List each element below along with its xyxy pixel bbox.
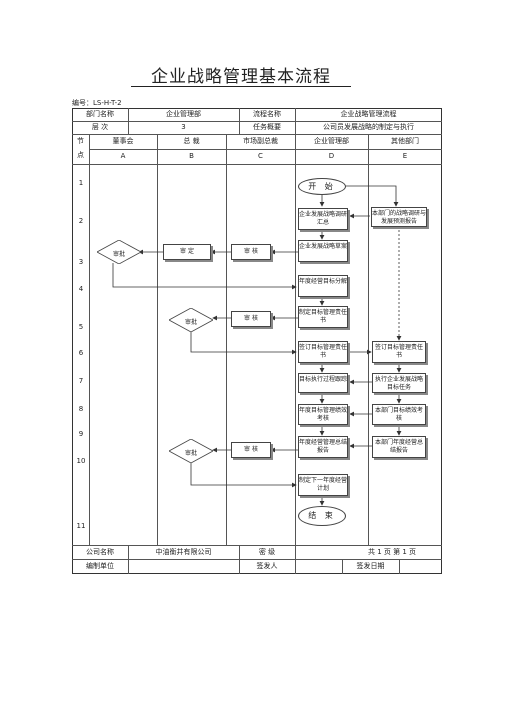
step-next-plan: 制定下一年度经营计划 bbox=[298, 474, 348, 496]
step-dept-report: 本部门的战略调研与发展预测报告 bbox=[371, 207, 427, 227]
decision-approve-3: 审批 bbox=[184, 450, 197, 457]
step-sign-d: 签订目标管理责任书 bbox=[298, 341, 348, 363]
step-summary-d: 年度经营管理总结报告 bbox=[298, 436, 348, 458]
lane-letter-a: A bbox=[120, 152, 126, 160]
lane-divider bbox=[157, 134, 158, 545]
row-number: 6 bbox=[78, 349, 84, 357]
col-divider bbox=[342, 559, 343, 574]
lane-divider bbox=[295, 134, 296, 545]
col-divider bbox=[295, 545, 296, 574]
col-divider bbox=[128, 108, 129, 134]
row-number: 11 bbox=[76, 522, 86, 530]
step-tracking: 目标执行过程跟踪 bbox=[298, 373, 348, 393]
lane-letter-b: B bbox=[189, 152, 194, 160]
row-divider bbox=[72, 121, 442, 122]
issuer-label: 签发人 bbox=[256, 562, 278, 570]
node-label: 节 bbox=[77, 137, 84, 145]
lane-title-e: 其他部门 bbox=[391, 137, 419, 145]
row-divider bbox=[72, 559, 442, 560]
step-review-1: 审 核 bbox=[231, 244, 271, 260]
document-code: 编号：LS-H-T-2 bbox=[72, 99, 122, 107]
row-number: 7 bbox=[78, 377, 84, 385]
lane-divider bbox=[226, 134, 227, 545]
step-review-2: 审 核 bbox=[231, 311, 271, 327]
row-divider bbox=[72, 545, 442, 546]
step-responsibility-doc: 制定目标管理责任书 bbox=[298, 306, 348, 328]
row-number: 3 bbox=[78, 258, 84, 266]
arrow-approve-to-sign bbox=[190, 329, 297, 355]
row-number: 8 bbox=[78, 405, 84, 413]
step-performance-d: 年度目标管理绩效考核 bbox=[298, 404, 348, 425]
page-title: 企业战略管理基本流程 bbox=[151, 67, 331, 87]
issue-date-label: 签发日期 bbox=[356, 562, 385, 570]
lane-divider bbox=[368, 134, 369, 545]
step-performance-e: 本部门目标绩效考核 bbox=[372, 404, 426, 425]
flow-name-value: 企业战略管理流程 bbox=[340, 110, 397, 118]
step-decompose: 年度经营目标分解 bbox=[298, 275, 348, 297]
process-table bbox=[72, 108, 442, 574]
flow-name-label: 流程名称 bbox=[253, 110, 281, 118]
decision-shape bbox=[169, 439, 213, 463]
decision-approve-1: 审批 bbox=[112, 251, 125, 258]
row-number: 10 bbox=[76, 457, 86, 465]
step-execute: 执行企业发展战略目标任务 bbox=[372, 373, 426, 393]
node-label: 点 bbox=[77, 151, 84, 159]
arrow-approve-to-decompose bbox=[112, 263, 297, 290]
arrow-start-to-report bbox=[346, 185, 399, 207]
row-divider bbox=[89, 149, 442, 150]
row-number: 2 bbox=[78, 217, 84, 225]
lane-letter-e: E bbox=[402, 152, 408, 160]
lane-title-a: 董事会 bbox=[112, 137, 134, 145]
secret-label: 密 级 bbox=[258, 548, 276, 556]
step-summary-e: 本部门年度经营总结报告 bbox=[372, 436, 426, 458]
lane-letter-c: C bbox=[258, 152, 263, 160]
col-divider bbox=[239, 545, 240, 574]
col-divider bbox=[295, 108, 296, 134]
step-set: 审 定 bbox=[163, 244, 211, 260]
lane-title-c: 市场副总裁 bbox=[243, 137, 278, 145]
decision-approve-2: 审批 bbox=[184, 319, 197, 326]
step-collect: 企业发展战略调研汇总 bbox=[298, 208, 348, 230]
decision-shape bbox=[97, 240, 141, 264]
lane-title-b: 总 裁 bbox=[183, 137, 200, 145]
step-sign-e: 签订目标管理责任书 bbox=[372, 341, 426, 363]
row-number: 9 bbox=[78, 430, 84, 438]
company-value: 中油衡井有限公司 bbox=[155, 548, 212, 556]
lane-divider bbox=[89, 134, 90, 545]
org-label: 编制单位 bbox=[86, 562, 114, 570]
step-review-3: 审 核 bbox=[231, 442, 271, 458]
dept-label: 部门名称 bbox=[86, 110, 114, 118]
arrow-approve-to-next bbox=[190, 461, 297, 488]
company-label: 公司名称 bbox=[86, 548, 114, 556]
row-divider bbox=[72, 164, 442, 165]
start-terminator: 开 始 bbox=[298, 178, 346, 195]
end-terminator: 结 束 bbox=[298, 506, 346, 526]
dept-value: 企业管理部 bbox=[166, 110, 201, 118]
title-underline bbox=[131, 86, 351, 87]
row-divider bbox=[72, 134, 442, 135]
lane-letter-d: D bbox=[328, 152, 335, 160]
level-value: 3 bbox=[181, 123, 186, 131]
decision-shape bbox=[169, 308, 213, 332]
row-number: 4 bbox=[78, 285, 84, 293]
level-label: 层 次 bbox=[91, 123, 109, 131]
overview-value: 公司员发展战略的制定与执行 bbox=[323, 123, 414, 131]
row-number: 1 bbox=[78, 179, 84, 187]
step-draft: 企业发展战略草案 bbox=[298, 240, 348, 262]
page-count: 共 1 页 第 1 页 bbox=[367, 548, 417, 556]
lane-title-d: 企业管理部 bbox=[314, 137, 349, 145]
overview-label: 任务概要 bbox=[253, 123, 281, 131]
col-divider bbox=[128, 545, 129, 574]
col-divider bbox=[239, 108, 240, 134]
row-number: 5 bbox=[78, 323, 84, 331]
col-divider bbox=[399, 559, 400, 574]
